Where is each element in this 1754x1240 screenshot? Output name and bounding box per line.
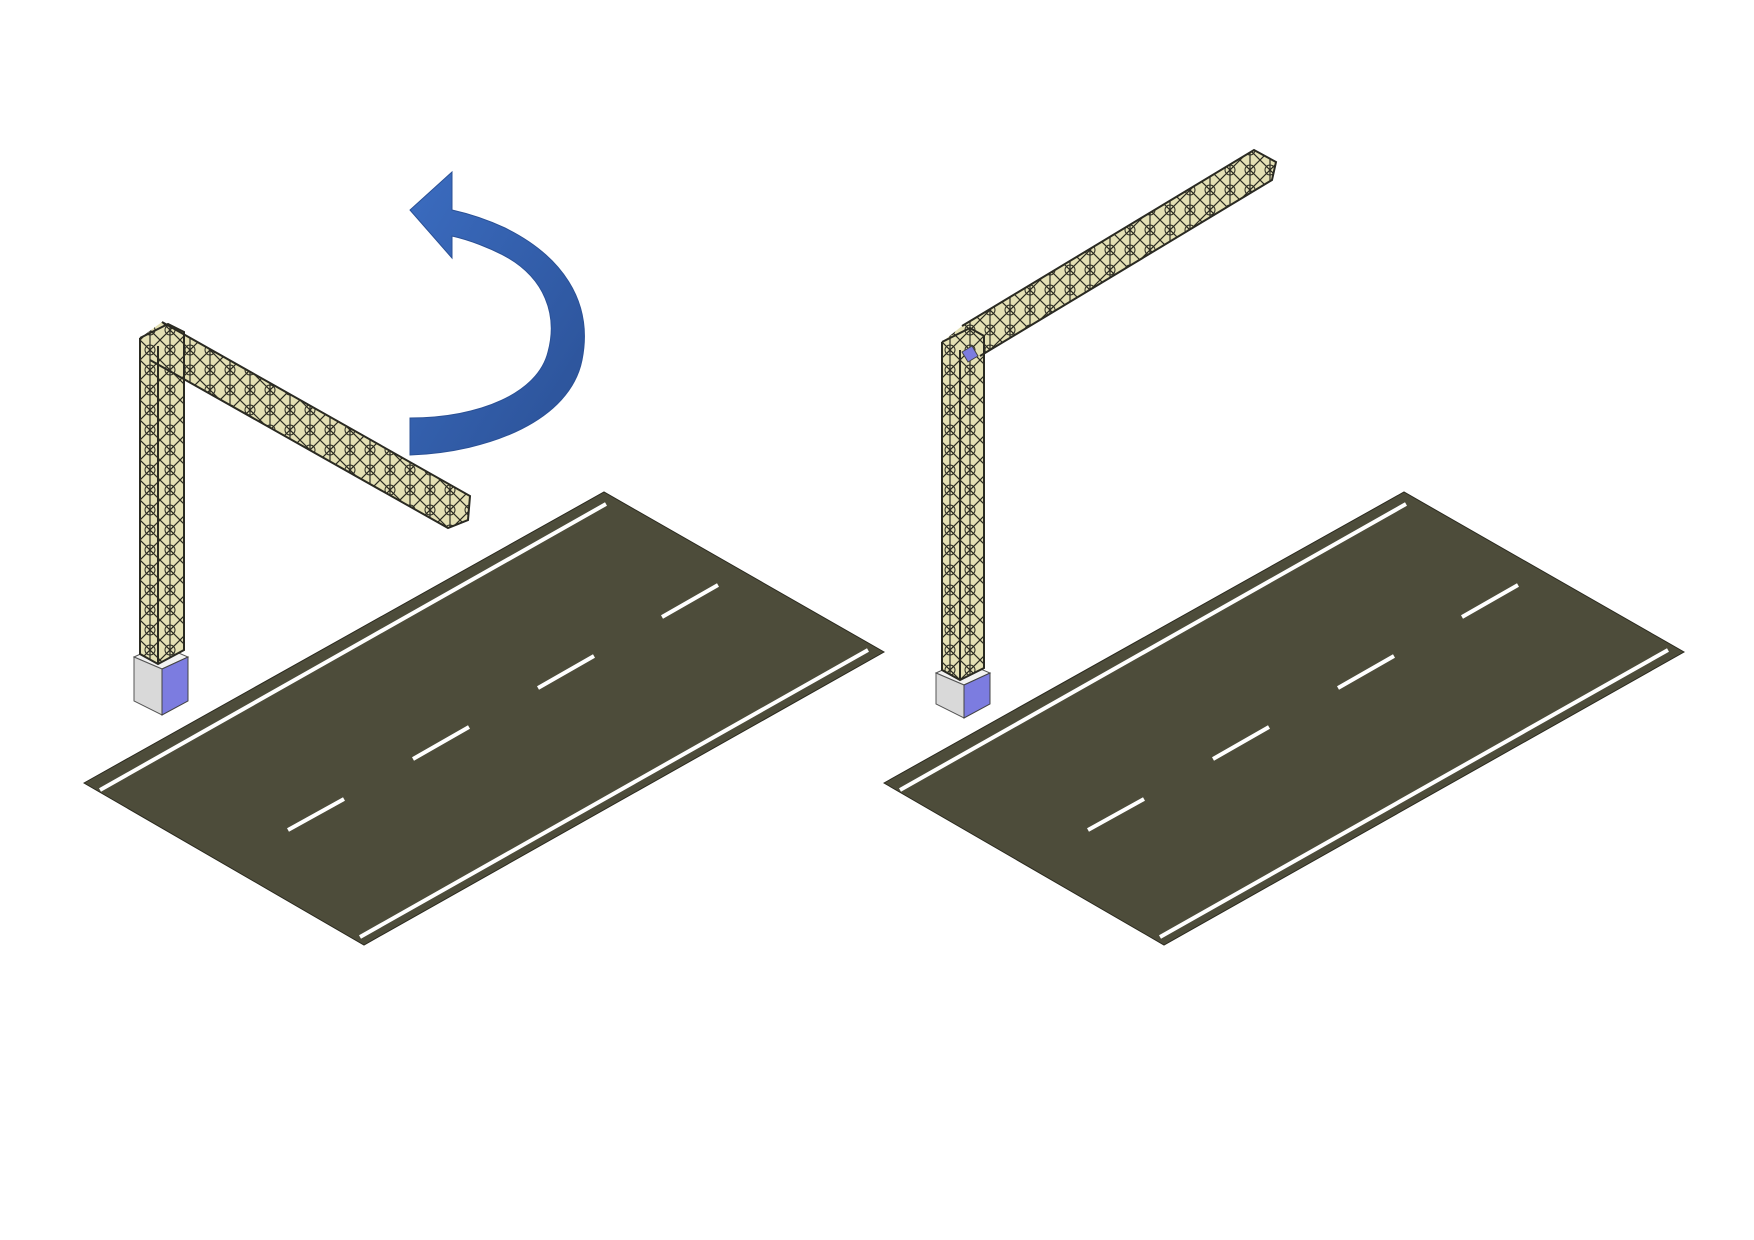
road-surface bbox=[82, 491, 886, 946]
gantry-structure-left bbox=[132, 321, 472, 716]
road-edge-line-top bbox=[99, 502, 607, 792]
pier-base-side bbox=[161, 656, 189, 716]
truss-column bbox=[942, 328, 984, 680]
scene-before bbox=[82, 170, 886, 946]
scene-after bbox=[882, 148, 1686, 946]
road-edge-line-bottom bbox=[1159, 648, 1669, 939]
curved-arrow-icon bbox=[409, 170, 585, 456]
gantry-structure-right bbox=[934, 148, 1278, 719]
boom-joint-marker bbox=[961, 345, 979, 363]
column-frame bbox=[139, 322, 185, 666]
lane-dash bbox=[1212, 725, 1270, 761]
lane-dash bbox=[1087, 797, 1145, 832]
lane-dash bbox=[412, 725, 470, 761]
truss-boom bbox=[942, 150, 1276, 356]
road-edge-line-bottom bbox=[359, 648, 869, 939]
lane-dash bbox=[537, 654, 595, 690]
boom-frame bbox=[961, 148, 1278, 357]
lane-dash bbox=[1337, 654, 1395, 690]
boom-frame bbox=[149, 321, 472, 530]
column-frame bbox=[941, 326, 985, 682]
road-edge-line-top bbox=[899, 502, 1407, 792]
truss-boom bbox=[140, 322, 470, 528]
truss-column bbox=[140, 324, 184, 664]
road-right bbox=[882, 491, 1686, 946]
lane-dash bbox=[287, 797, 345, 832]
lane-dash bbox=[1461, 583, 1519, 619]
pier-base-side bbox=[963, 672, 991, 719]
lane-dash bbox=[661, 583, 719, 619]
road-left bbox=[82, 491, 886, 946]
road-surface bbox=[882, 491, 1686, 946]
